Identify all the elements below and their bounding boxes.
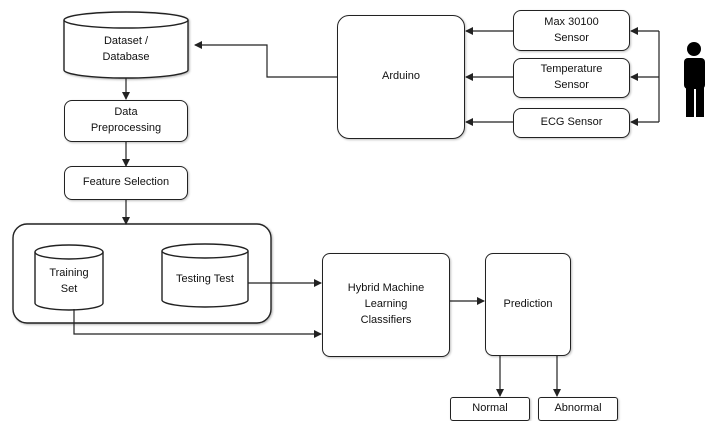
hybrid-classifiers-box: Hybrid Machine Learning Classifiers: [322, 253, 450, 357]
arrow-training-to-hybrid: [73, 309, 322, 338]
ecg-sensor-box: ECG Sensor: [513, 108, 630, 138]
feature-selection-box: Feature Selection: [64, 166, 188, 200]
normal-box: Normal: [450, 397, 530, 421]
abnormal-box: Abnormal: [538, 397, 618, 421]
connectors: [73, 27, 660, 397]
max-sensor-box: Max 30100 Sensor: [513, 10, 630, 51]
dataset-label: Dataset / Database: [102, 35, 150, 63]
training-set-cylinder: [34, 244, 104, 311]
person-icon: [684, 42, 705, 117]
temperature-sensor-box: Temperature Sensor: [513, 58, 630, 98]
testing-test-cylinder: [161, 243, 249, 308]
testing-test-label: Testing Test: [176, 273, 234, 286]
arduino-box: Arduino: [337, 15, 465, 139]
prediction-box: Prediction: [485, 253, 571, 356]
dataset-cylinder: [63, 11, 189, 79]
data-preprocessing-box: Data Preprocessing: [64, 100, 188, 142]
arrow-arduino-to-dataset: [194, 41, 337, 78]
training-set-label: Training Set: [49, 267, 89, 295]
